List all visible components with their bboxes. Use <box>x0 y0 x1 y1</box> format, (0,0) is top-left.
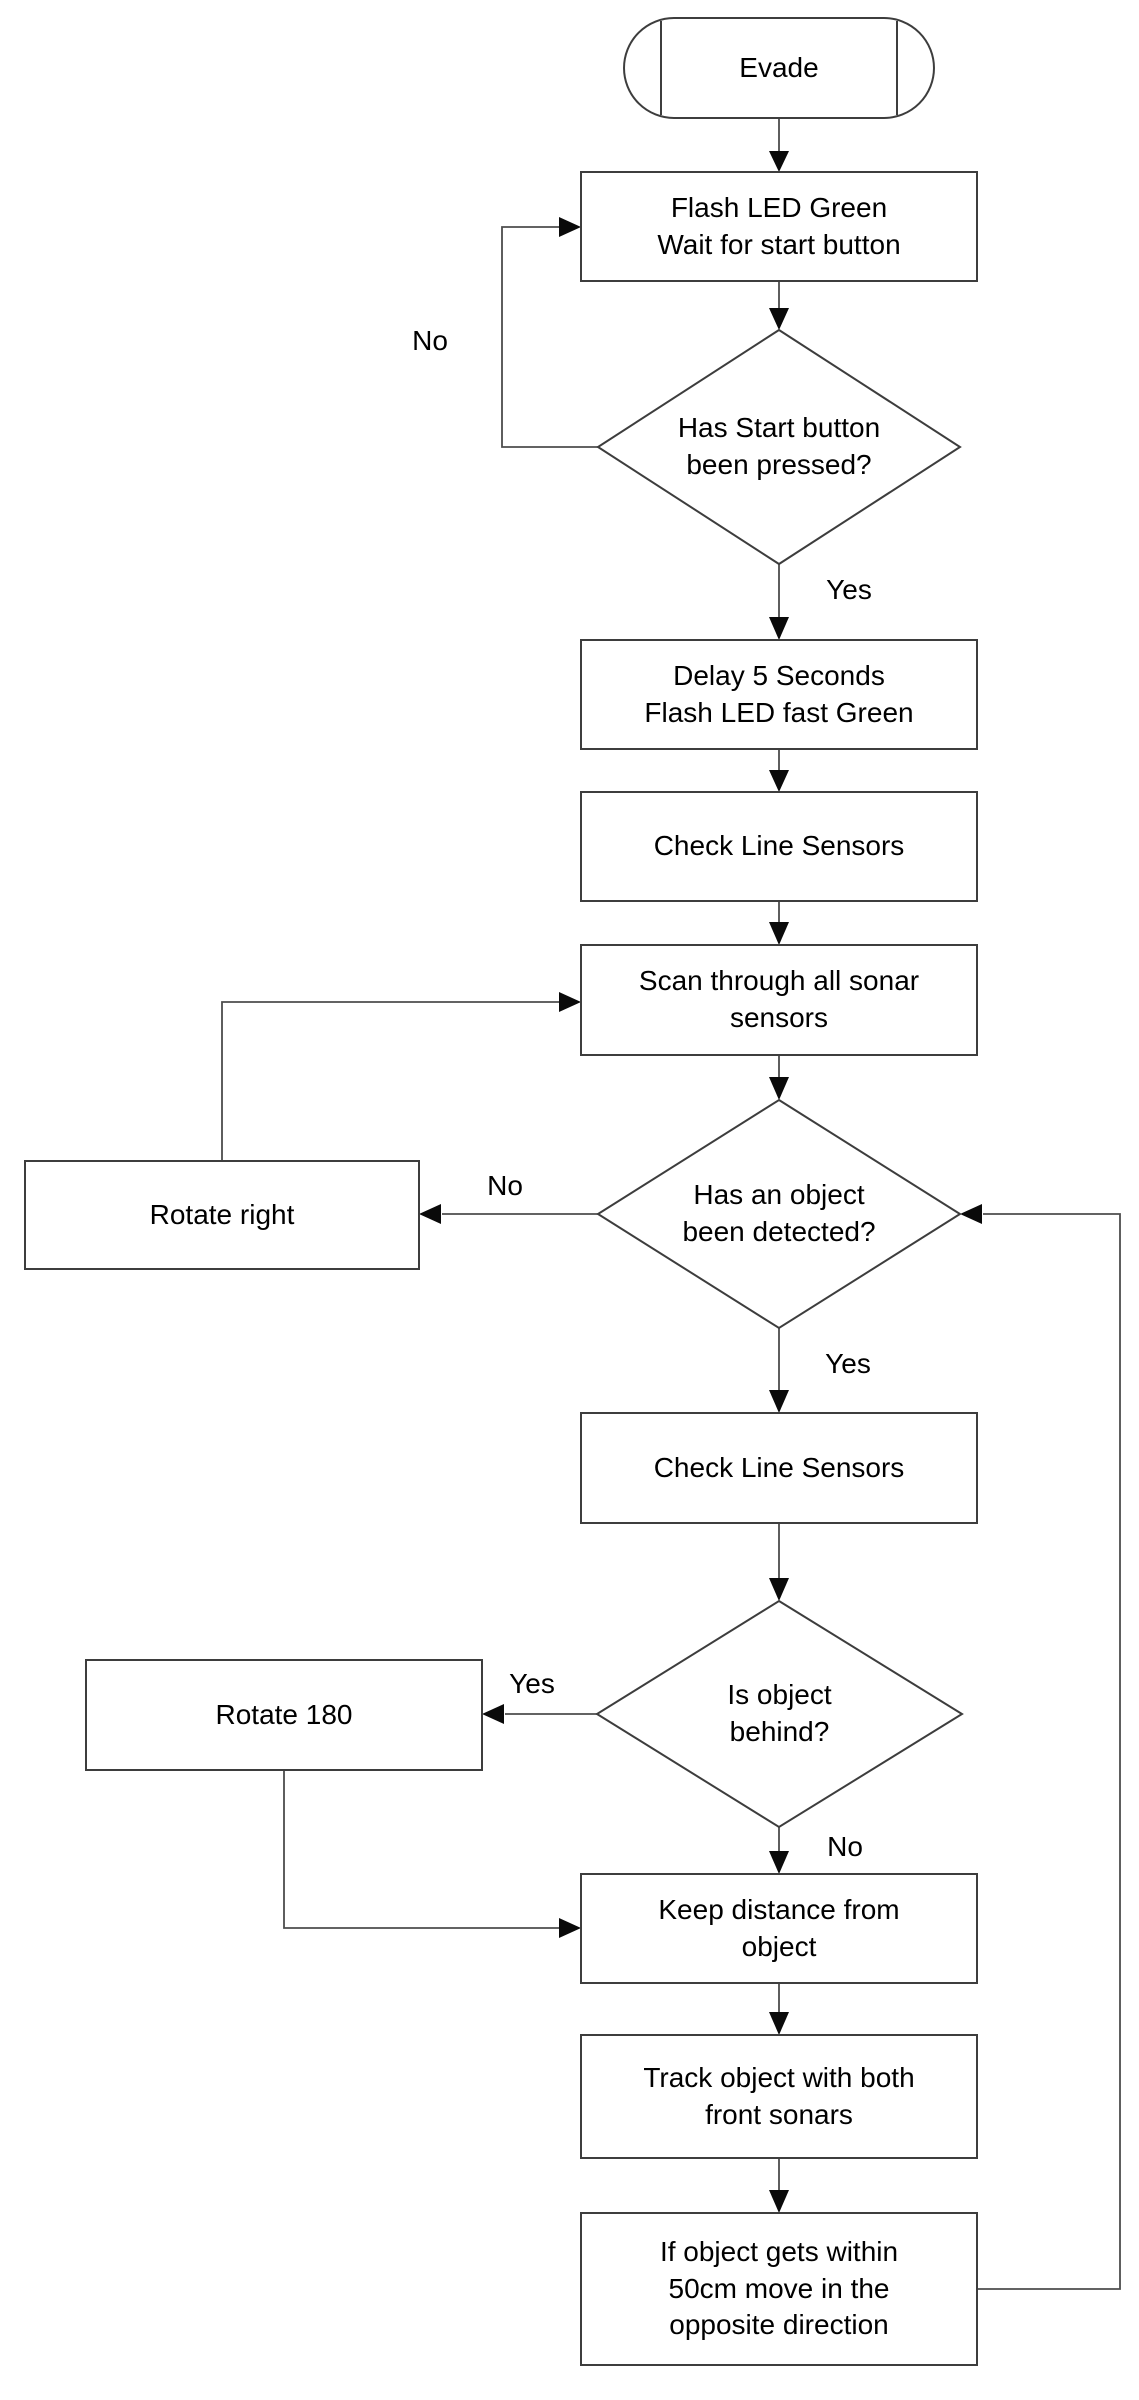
node-keep-distance[interactable]: Keep distance from object <box>581 1874 977 1983</box>
arrowhead <box>419 1204 441 1224</box>
edge-rotate-right-to-scan <box>221 1001 560 1161</box>
node-start[interactable]: Evade <box>624 18 934 118</box>
node-delay-flash-label: Delay 5 Seconds Flash LED fast Green <box>644 659 914 728</box>
arrowhead <box>769 617 789 640</box>
node-object-behind[interactable]: Is object behind? <box>597 1601 962 1827</box>
rotate-180-shape <box>85 1659 483 1771</box>
move-opposite-shape <box>580 2212 978 2366</box>
node-move-opposite[interactable]: If object gets within 50cm move in the o… <box>581 2213 977 2365</box>
arrowhead <box>559 992 581 1012</box>
node-move-opposite-label: If object gets within 50cm move in the o… <box>659 2235 899 2341</box>
node-scan-sonar-label: Scan through all sonar sensors <box>638 965 920 1033</box>
check-line-1-shape <box>580 791 978 902</box>
arrowhead <box>769 151 789 172</box>
node-flash-led-wait[interactable]: Flash LED Green Wait for start button <box>581 172 977 281</box>
track-object-shape <box>580 2034 978 2159</box>
node-rotate-right-label: Rotate right <box>149 1198 295 1230</box>
node-check-line-2-label: Check Line Sensors <box>653 1451 905 1483</box>
node-check-line-2[interactable]: Check Line Sensors <box>581 1413 977 1523</box>
edge-label-object-behind-no: No <box>827 1831 863 1862</box>
node-rotate-180-label: Rotate 180 <box>215 1698 353 1730</box>
edge-label-start-pressed-no: No <box>412 325 448 356</box>
node-keep-distance-label: Keep distance from object <box>658 1893 900 1962</box>
delay-flash-shape <box>580 639 978 750</box>
edge-decision1-no-loop <box>501 226 598 448</box>
arrowhead <box>559 217 581 237</box>
node-object-detected-label: Has an object been detected? <box>682 1179 876 1247</box>
has-start-pressed-shape <box>596 328 962 566</box>
scan-sonar-shape <box>580 944 978 1056</box>
arrowhead <box>482 1704 504 1724</box>
node-track-object[interactable]: Track object with both front sonars <box>581 2035 977 2158</box>
node-rotate-right[interactable]: Rotate right <box>25 1161 419 1269</box>
node-has-start-pressed-label: Has Start button been pressed? <box>677 412 881 480</box>
node-check-line-1-label: Check Line Sensors <box>653 830 905 862</box>
arrowhead <box>559 1918 581 1938</box>
node-scan-sonar[interactable]: Scan through all sonar sensors <box>581 945 977 1055</box>
edge-label-object-detected-no: No <box>487 1170 523 1201</box>
arrowhead <box>769 2012 789 2035</box>
arrowhead <box>960 1204 982 1224</box>
arrowhead <box>769 1851 789 1874</box>
arrowhead <box>769 1390 789 1413</box>
node-flash-led-wait-label: Flash LED Green Wait for start button <box>657 191 901 260</box>
edge-label-start-pressed-yes: Yes <box>826 574 872 605</box>
edge-label-object-detected-yes: Yes <box>825 1348 871 1379</box>
arrowhead <box>769 308 789 330</box>
edge-move-feedback-to-decision2 <box>977 1213 1121 2290</box>
start-terminator-shape <box>623 17 935 119</box>
node-has-start-pressed[interactable]: Has Start button been pressed? <box>598 330 960 564</box>
edge-rotate180-to-keep <box>283 1770 560 1929</box>
arrowhead <box>769 922 789 945</box>
node-start-label: Evade <box>739 51 819 83</box>
keep-distance-shape <box>580 1873 978 1984</box>
arrowhead <box>769 770 789 792</box>
node-object-behind-label: Is object behind? <box>727 1679 832 1747</box>
node-rotate-180[interactable]: Rotate 180 <box>86 1660 482 1770</box>
check-line-2-shape <box>580 1412 978 1524</box>
arrowhead <box>769 2190 789 2213</box>
flash-led-wait-shape <box>580 171 978 282</box>
node-object-detected[interactable]: Has an object been detected? <box>598 1100 960 1328</box>
rotate-right-shape <box>24 1160 420 1270</box>
node-check-line-1[interactable]: Check Line Sensors <box>581 792 977 901</box>
node-delay-flash[interactable]: Delay 5 Seconds Flash LED fast Green <box>581 640 977 749</box>
object-behind-shape <box>595 1599 964 1829</box>
arrowhead <box>769 1578 789 1601</box>
node-track-object-label: Track object with both front sonars <box>643 2061 915 2130</box>
edge-label-object-behind-yes: Yes <box>509 1668 555 1699</box>
arrowhead <box>769 1077 789 1100</box>
object-detected-shape <box>596 1098 962 1330</box>
